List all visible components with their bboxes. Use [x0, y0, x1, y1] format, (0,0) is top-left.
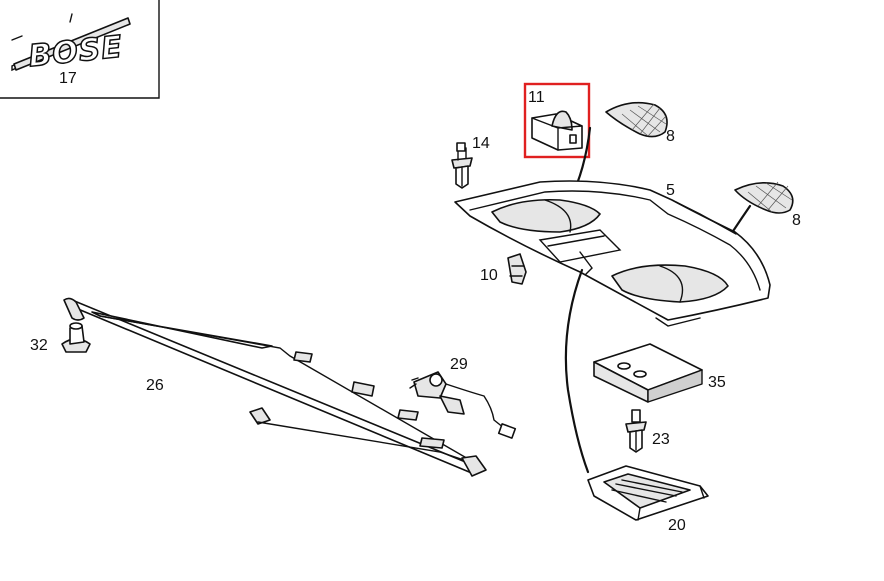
- rivet-32-top: [69, 322, 83, 330]
- bracket-body: [507, 253, 527, 285]
- part-26-roller-cover[interactable]: 26: [63, 297, 487, 477]
- grille-upper-mesh: [621, 103, 667, 137]
- speaker-well-right: [611, 264, 729, 303]
- clip-edges: [531, 117, 583, 151]
- part-5-parcel-shelf[interactable]: 5: [454, 180, 771, 327]
- grille-upper-shape: [605, 101, 668, 138]
- label-26: 26: [146, 377, 164, 394]
- speaker-well-left-divider: [544, 199, 572, 233]
- bracket-lines: [509, 265, 525, 277]
- emblem-logo: BOSE: [27, 30, 125, 75]
- cover-bottom-line: [257, 421, 471, 463]
- motor-cable: [445, 383, 505, 429]
- label-32: 32: [30, 337, 48, 354]
- part-35-foam-block[interactable]: 35: [593, 343, 726, 403]
- label-5: 5: [666, 182, 675, 199]
- label-20: 20: [668, 517, 686, 534]
- label-17: 17: [59, 70, 77, 87]
- foam-hole-2: [633, 370, 647, 378]
- label-23: 23: [652, 431, 670, 448]
- part-32-rivet[interactable]: 32: [30, 322, 91, 354]
- rivet-14-cap: [456, 142, 466, 152]
- part-10-bracket[interactable]: 10: [480, 253, 527, 285]
- pin-23-top: [631, 409, 641, 423]
- cover-bracket-left: [249, 407, 271, 425]
- shelf-hook: [579, 251, 593, 275]
- roller-end-right: [461, 455, 487, 477]
- label-35: 35: [708, 374, 726, 391]
- label-29: 29: [450, 356, 468, 373]
- motor-connector: [439, 395, 465, 415]
- part-8-speaker-grille-upper[interactable]: 8: [605, 101, 675, 145]
- tray-inner: [603, 473, 691, 509]
- part-29-motor[interactable]: 29: [409, 356, 517, 439]
- label-10: 10: [480, 267, 498, 284]
- part-14-push-rivet[interactable]: 14: [451, 135, 490, 189]
- clip-tab: [551, 110, 573, 131]
- part-17-bose-emblem[interactable]: BOSE 17: [0, 0, 160, 99]
- shelf-edge-details: [655, 201, 737, 327]
- clip-hole: [569, 134, 577, 144]
- speaker-well-right-divider: [659, 265, 684, 303]
- grille-lower-shape: [734, 182, 794, 214]
- grille-lower-mesh: [747, 181, 793, 213]
- label-14: 14: [472, 135, 490, 152]
- tray-ribs: [611, 479, 705, 521]
- label-8-lower: 8: [792, 212, 801, 229]
- center-mount: [538, 229, 622, 263]
- motor-gear: [429, 373, 443, 387]
- emblem-base: [13, 17, 131, 71]
- foam-right-face: [647, 369, 703, 403]
- foam-hole-1: [617, 362, 631, 370]
- leader-20: [564, 268, 590, 474]
- inset-frame: [0, 0, 160, 99]
- highlight-box: [523, 82, 591, 159]
- speaker-well-left: [491, 198, 601, 233]
- roller-end-left: [63, 297, 85, 321]
- cover-top-line: [99, 315, 471, 461]
- part-8-speaker-grille-lower[interactable]: 8: [734, 181, 801, 229]
- motor-mount: [409, 377, 419, 389]
- part-11-clip[interactable]: 11: [523, 82, 591, 159]
- part-20-tray[interactable]: 20: [587, 465, 709, 534]
- label-11: 11: [528, 89, 545, 106]
- part-23-push-pin[interactable]: 23: [625, 409, 670, 453]
- shelf-inner-edge: [469, 190, 761, 291]
- label-8-upper: 8: [666, 128, 675, 145]
- cable-plug: [497, 423, 517, 439]
- cover-tabs: [293, 351, 445, 449]
